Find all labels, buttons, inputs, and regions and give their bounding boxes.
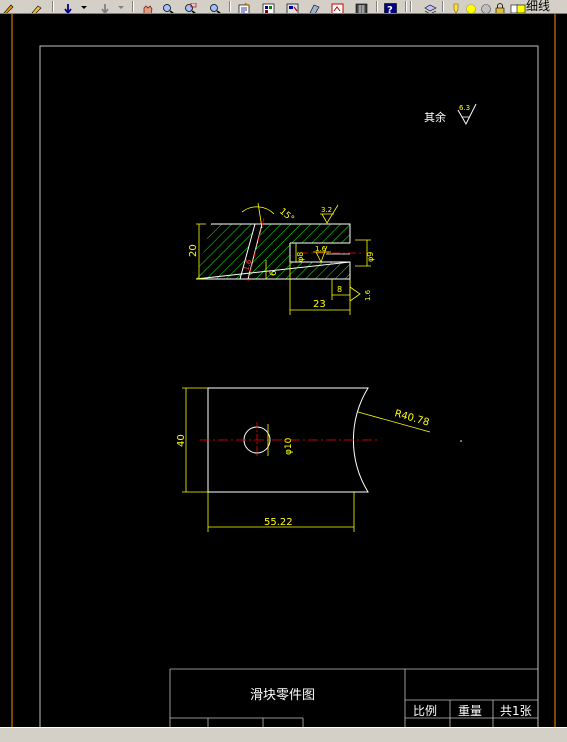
dim-d9: φ9 bbox=[366, 252, 375, 262]
tool-palette-icon[interactable] bbox=[286, 0, 299, 13]
properties-icon[interactable] bbox=[238, 0, 251, 13]
undo-icon[interactable] bbox=[62, 0, 75, 13]
dim-radius: R40.78 bbox=[393, 408, 430, 428]
drawing-canvas[interactable]: 其余 6.3 20 15° 3.2 bbox=[0, 14, 567, 737]
redo-icon[interactable] bbox=[99, 0, 112, 13]
design-center-icon[interactable] bbox=[262, 0, 275, 13]
cad-toolbar: ? 细线 bbox=[0, 0, 567, 14]
calculator-icon[interactable] bbox=[355, 0, 368, 13]
svg-text:?: ? bbox=[387, 5, 393, 14]
toolbar-separator bbox=[405, 1, 406, 12]
pan-icon[interactable] bbox=[141, 0, 154, 13]
roughness-bottom: 1.6 bbox=[364, 289, 372, 301]
toolbar-separator bbox=[229, 1, 230, 12]
pencil-icon[interactable] bbox=[2, 0, 15, 13]
undo-dropdown-icon[interactable] bbox=[80, 0, 93, 12]
current-layer-name[interactable]: 细线 bbox=[526, 0, 551, 13]
zoom-window-icon[interactable] bbox=[184, 0, 197, 13]
color-icon[interactable] bbox=[516, 0, 529, 13]
dim-height-40: 40 bbox=[176, 434, 187, 447]
dim-8: 8 bbox=[337, 285, 342, 294]
dim-23: 23 bbox=[313, 299, 326, 310]
roughness-inner: 1.6 bbox=[315, 245, 327, 253]
sun-icon[interactable] bbox=[465, 0, 478, 13]
roughness-top: 3.2 bbox=[321, 206, 332, 214]
plan-view: 40 55.22 R40.78 φ10 bbox=[176, 387, 462, 532]
zoom-realtime-icon[interactable] bbox=[162, 0, 175, 13]
toolbar-separator bbox=[442, 1, 443, 12]
dim-6: 6 bbox=[269, 270, 279, 276]
scale-label: 比例 bbox=[413, 704, 437, 718]
dim-height-20: 20 bbox=[188, 244, 199, 257]
section-view: 20 15° 3.2 φ8 1.6 φ9 6 1.6 23 8 1.6 bbox=[188, 202, 375, 315]
roughness-note-text: 其余 bbox=[424, 110, 446, 124]
section-bore bbox=[289, 242, 350, 263]
slot-edge-left bbox=[239, 223, 256, 280]
plan-outline bbox=[207, 387, 369, 493]
lock-icon[interactable] bbox=[494, 0, 507, 13]
toolbar-separator bbox=[410, 1, 411, 12]
toolbar-separator bbox=[376, 1, 377, 12]
redo-dropdown-icon[interactable] bbox=[117, 0, 130, 12]
help-icon[interactable]: ? bbox=[384, 0, 397, 14]
zoom-previous-icon[interactable] bbox=[209, 0, 222, 13]
sheet-set-icon[interactable] bbox=[308, 0, 321, 13]
status-bar bbox=[0, 727, 567, 742]
roughness-note: 其余 6.3 bbox=[424, 103, 477, 126]
section-hatch-right bbox=[248, 224, 350, 279]
bulb-icon[interactable] bbox=[450, 0, 463, 13]
drawing-name: 滑块零件图 bbox=[250, 688, 315, 703]
section-outline bbox=[195, 223, 351, 280]
sheets-label: 共1张 bbox=[500, 704, 532, 718]
section-centerline-slot bbox=[247, 217, 265, 282]
slot-edge-right bbox=[247, 223, 263, 280]
toolbar-separator bbox=[52, 1, 53, 12]
dim-d8: φ8 bbox=[296, 252, 305, 262]
section-hatch-left bbox=[196, 224, 255, 279]
dim-hole-d10: φ10 bbox=[284, 437, 294, 455]
drawing-border bbox=[39, 45, 539, 737]
weight-label: 重量 bbox=[458, 704, 482, 718]
roughness-default-value: 6.3 bbox=[459, 104, 470, 112]
title-block: 滑块零件图 比例 重量 共1张 bbox=[169, 668, 538, 727]
brush-icon[interactable] bbox=[30, 0, 43, 13]
freeze-icon[interactable] bbox=[480, 0, 493, 13]
dim-angle-15: 15° bbox=[277, 207, 296, 225]
markup-icon[interactable] bbox=[331, 0, 344, 13]
dim-width-55-22: 55.22 bbox=[264, 517, 293, 528]
layers-icon[interactable] bbox=[424, 0, 437, 13]
roughness-left: 1.6 bbox=[242, 258, 253, 272]
toolbar-separator bbox=[132, 1, 133, 12]
